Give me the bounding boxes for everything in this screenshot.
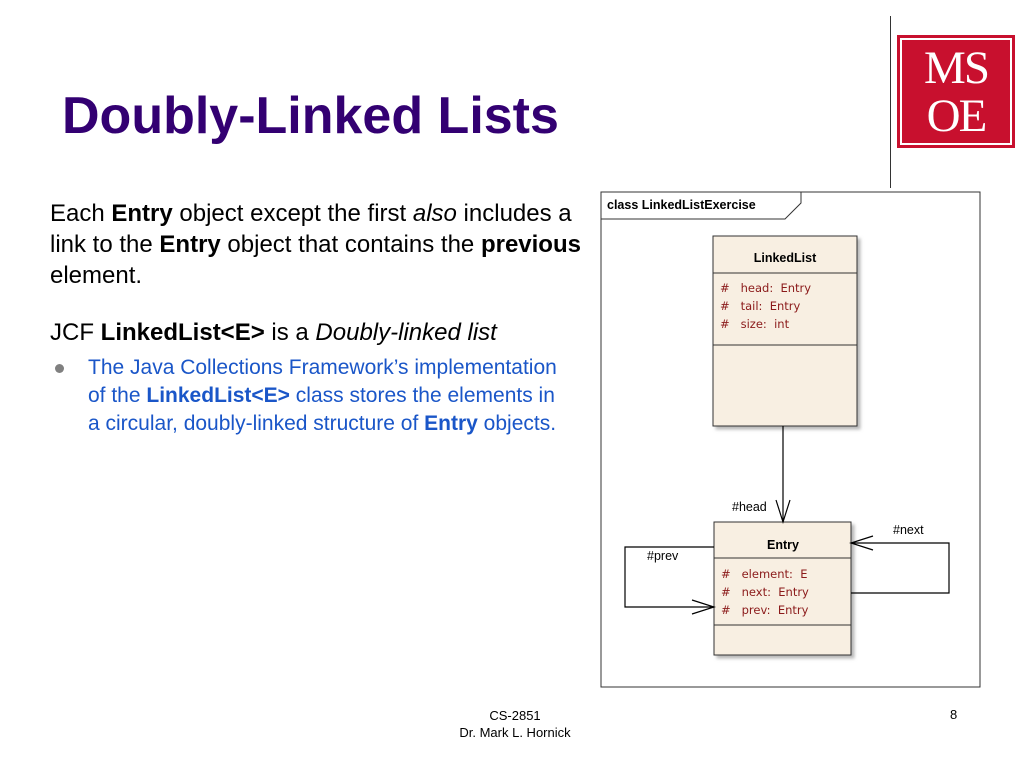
- uml-class-diagram: class LinkedListExercise LinkedList # he…: [600, 191, 982, 689]
- prev-association: [624, 546, 716, 615]
- linkedlist-class[interactable]: LinkedList # head: Entry # tail: Entry #…: [712, 235, 858, 427]
- head-label: #head: [732, 500, 767, 514]
- footer-course: CS-2851: [489, 708, 541, 723]
- entry-attr-element: # element: E: [721, 567, 807, 581]
- head-association: [775, 426, 791, 524]
- frame-label: class LinkedListExercise: [607, 198, 756, 212]
- paragraph-entry-description: Each Entry object except the first also …: [50, 200, 581, 289]
- logo-line-1: MS: [924, 42, 990, 94]
- linkedlist-class-name: LinkedList: [754, 251, 817, 265]
- linkedlist-attr-head: # head: Entry: [720, 281, 811, 295]
- slide-body: Each Entry object except the first also …: [50, 198, 610, 438]
- entry-class-name: Entry: [767, 538, 799, 552]
- footer-author: Dr. Mark L. Hornick: [459, 725, 571, 740]
- frame-label-tab: [600, 191, 802, 220]
- paragraph-jcf-linkedlist: JCF LinkedList<E> is a Doubly-linked lis…: [50, 319, 497, 346]
- entry-class[interactable]: Entry # element: E # next: Entry # prev:…: [713, 521, 852, 656]
- linkedlist-attr-size: # size: int: [720, 317, 790, 331]
- next-association: [849, 535, 950, 594]
- bullet-text: The Java Collections Framework’s impleme…: [88, 356, 557, 435]
- bullet-item: The Java Collections Framework’s impleme…: [50, 354, 610, 438]
- next-label: #next: [893, 523, 924, 537]
- slide-footer: CS-2851 Dr. Mark L. Hornick: [420, 707, 610, 741]
- msoe-logo: MS OE: [897, 35, 1015, 148]
- bullet-dot-icon: [55, 364, 64, 373]
- page-number: 8: [950, 707, 958, 722]
- prev-label: #prev: [647, 549, 679, 563]
- entry-attr-prev: # prev: Entry: [721, 603, 809, 617]
- slide-title: Doubly-Linked Lists: [62, 87, 559, 145]
- entry-attr-next: # next: Entry: [721, 585, 809, 599]
- header-divider: [890, 16, 891, 188]
- logo-line-2: OE: [926, 90, 988, 142]
- linkedlist-attr-tail: # tail: Entry: [720, 299, 801, 313]
